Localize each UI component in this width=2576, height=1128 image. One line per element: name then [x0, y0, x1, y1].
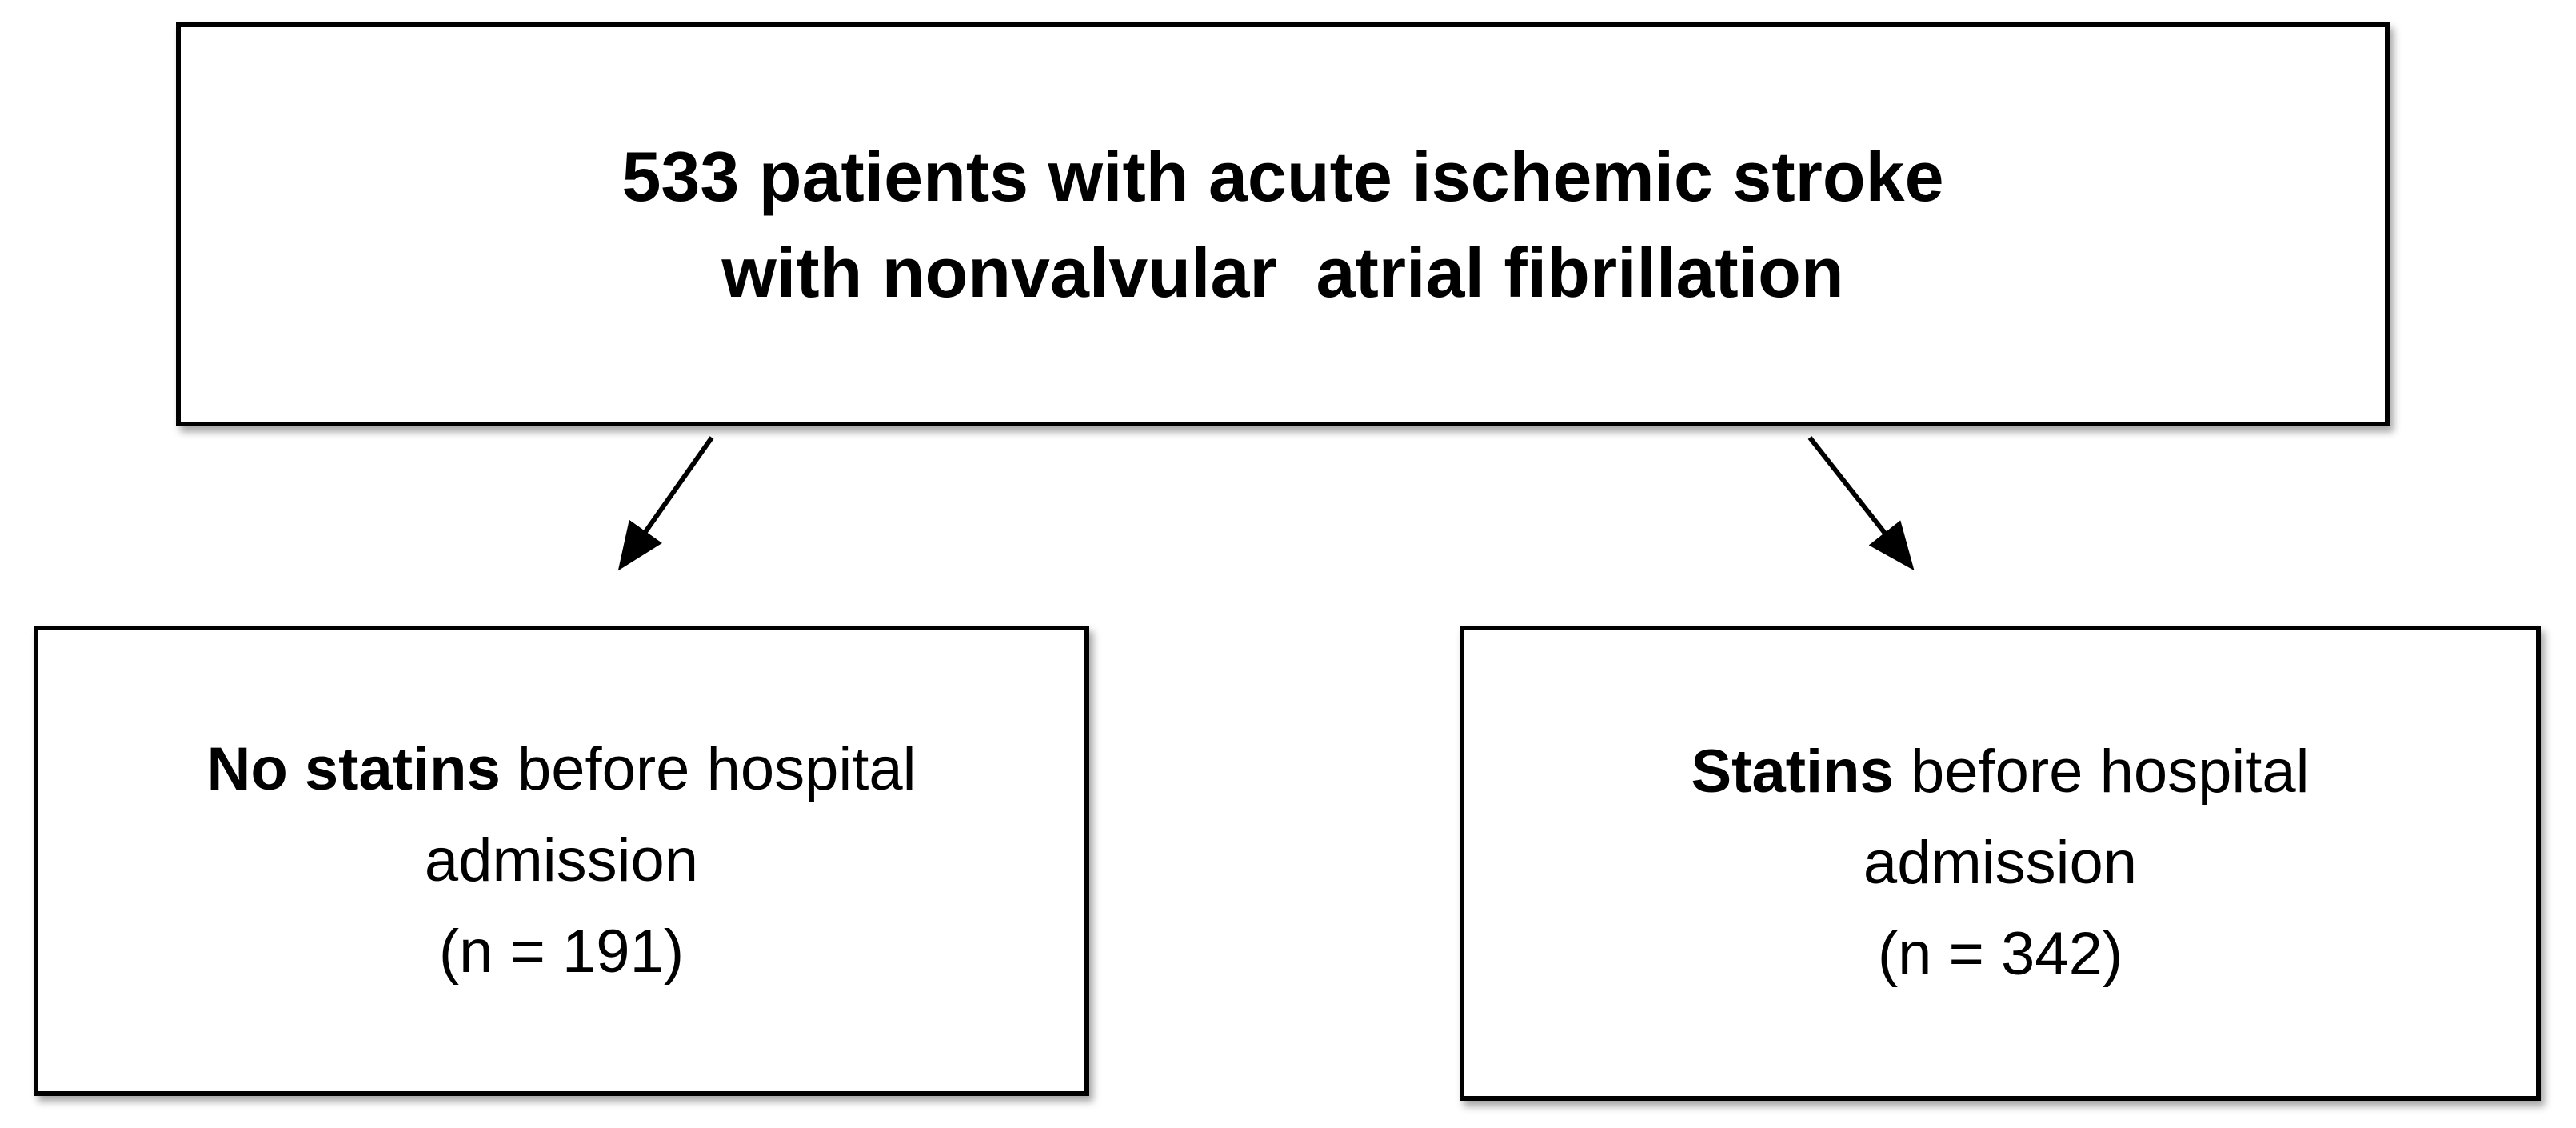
no-statins-line1-rest: before hospital	[500, 735, 917, 803]
no-statins-line1: No statins before hospital	[206, 724, 916, 815]
no-statins-line2: admission	[424, 826, 699, 894]
statins-box: Statins before hospital admission (n = 3…	[1460, 626, 2541, 1101]
arrow-to-statins-icon	[1807, 436, 1915, 571]
no-statins-box: No statins before hospital admission (n …	[34, 626, 1089, 1096]
no-statins-bold-label: No statins	[206, 735, 501, 803]
statins-count: (n = 342)	[1877, 920, 2123, 988]
total-patients-line1: 533 patients with acute ischemic stroke	[621, 136, 1944, 216]
statins-line2: admission	[1863, 829, 2138, 897]
statins-line1: Statins before hospital	[1691, 726, 2309, 818]
total-patients-line2: with nonvalvular atrial fibrillation	[721, 232, 1844, 312]
arrow-to-no-statins-icon	[617, 436, 714, 571]
no-statins-count: (n = 191)	[438, 918, 685, 986]
statins-line1-rest: before hospital	[1893, 738, 2310, 806]
statins-bold-label: Statins	[1691, 738, 1894, 806]
total-patients-box: 533 patients with acute ischemic stroke …	[176, 22, 2390, 426]
